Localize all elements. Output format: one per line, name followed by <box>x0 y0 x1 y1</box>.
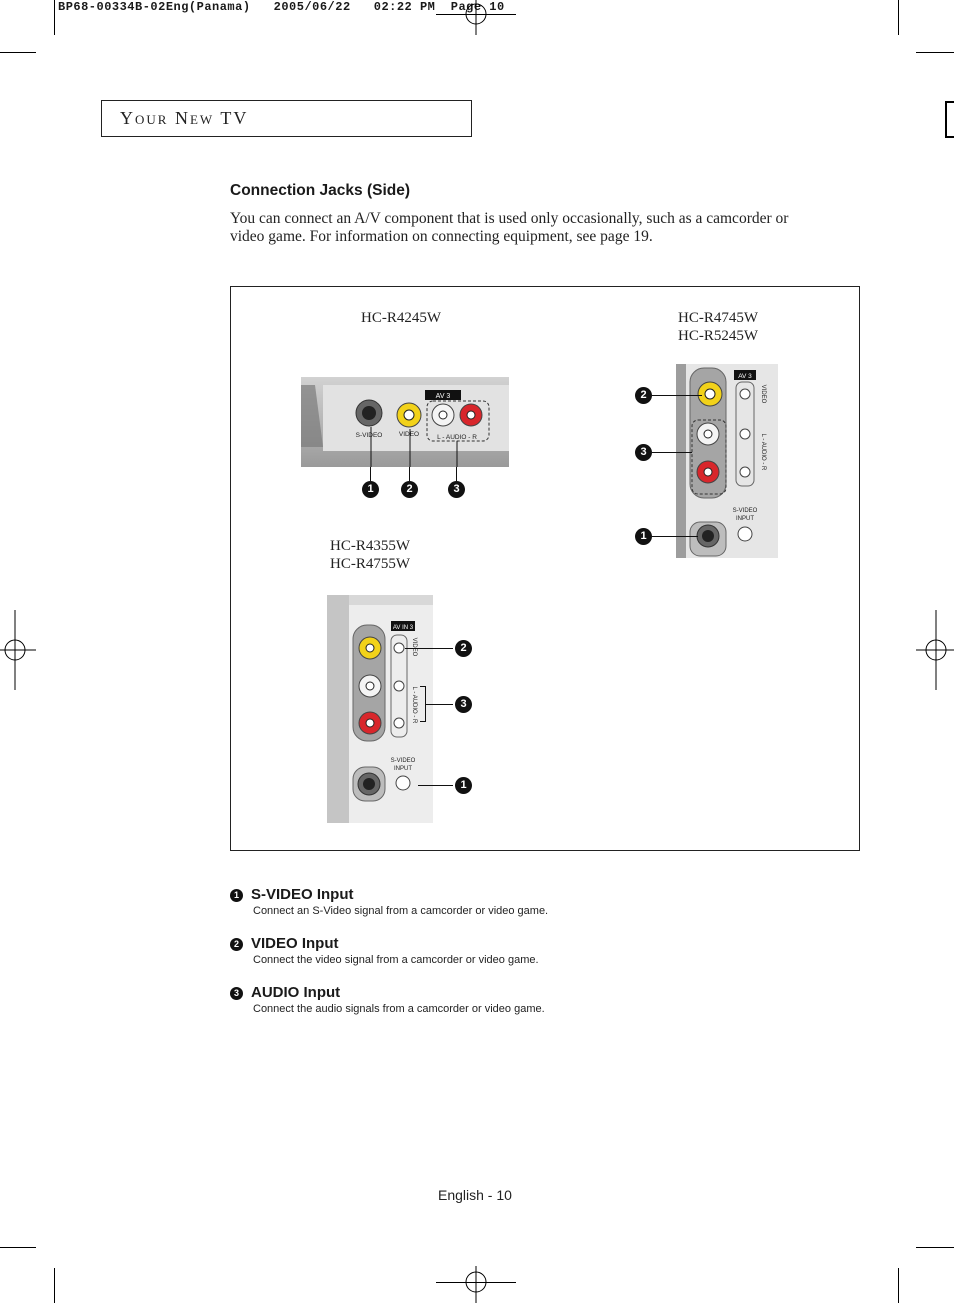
panel-b-svideo-label-1: S-VIDEO <box>733 508 758 514</box>
panel-c-av-label: AV IN 3 <box>393 625 414 631</box>
callout-a-2: 2 <box>401 481 418 498</box>
item-title: S-VIDEO Input <box>251 886 354 903</box>
registration-mark-right <box>916 610 954 690</box>
list-item: 2 VIDEO Input Connect the video signal fr… <box>230 935 830 984</box>
panel-a-audio-label: L - AUDIO - R <box>437 434 477 441</box>
connection-figure <box>230 286 860 851</box>
list-item: 3 AUDIO Input Connect the audio signals f… <box>230 984 830 1033</box>
panel-c-leader-2 <box>405 648 453 649</box>
panel-b-av-label: AV 3 <box>738 373 752 380</box>
panel-b-audio-label: L - AUDIO - R <box>760 434 766 471</box>
model-label-b-1: HC-R4745W <box>678 310 758 326</box>
panel-c-leader-3 <box>426 704 453 705</box>
print-header: BP68-00334B-02Eng(Panama) 2005/06/22 02:… <box>58 0 505 14</box>
item-number: 3 <box>230 987 243 1000</box>
item-title: AUDIO Input <box>251 984 341 1001</box>
panel-b-svideo-label-2: INPUT <box>736 516 754 522</box>
section-title-box <box>101 100 472 137</box>
callout-b-1: 1 <box>635 528 652 545</box>
callout-a-1: 1 <box>362 481 379 498</box>
page-heading: Connection Jacks (Side) <box>230 182 411 199</box>
page-footer: English - 10 <box>438 1187 512 1203</box>
panel-b-leader-2 <box>652 395 702 396</box>
model-label-a: HC-R4245W <box>361 310 441 326</box>
panel-b-video-label: VIDEO <box>760 385 766 404</box>
model-label-c-1: HC-R4355W <box>330 538 410 554</box>
callout-b-3: 3 <box>635 444 652 461</box>
jack-panel-a: AV 3 S-VIDEO VIDEO L - AUDIO - R <box>301 377 509 467</box>
panel-c-svideo-label-2: INPUT <box>394 766 412 772</box>
item-list: 1 S-VIDEO Input Connect an S-Video signal… <box>230 886 830 1033</box>
panel-c-audio-label: L - AUDIO - R <box>411 687 417 724</box>
callout-c-2: 2 <box>455 640 472 657</box>
jack-panel-c: AV IN 3 VIDEO L - AUDIO - R S-VIDEO INPU… <box>327 595 433 823</box>
item-title: VIDEO Input <box>251 935 339 952</box>
list-item: 1 S-VIDEO Input Connect an S-Video signal… <box>230 886 830 935</box>
item-desc: Connect an S-Video signal from a camcord… <box>253 905 549 917</box>
item-number: 2 <box>230 938 243 951</box>
callout-b-2: 2 <box>635 387 652 404</box>
model-label-c-2: HC-R4755W <box>330 556 410 572</box>
panel-c-leader-1 <box>418 785 453 786</box>
panel-c-svideo-label-1: S-VIDEO <box>391 758 416 764</box>
item-number: 1 <box>230 889 243 902</box>
model-label-b-2: HC-R5245W <box>678 328 758 344</box>
registration-mark-top <box>465 0 487 35</box>
panel-c-bracket-3 <box>420 686 426 722</box>
panel-a-svideo-label: S-VIDEO <box>356 432 383 439</box>
callout-c-3: 3 <box>455 696 472 713</box>
panel-a-video-label: VIDEO <box>399 431 419 438</box>
registration-mark-bottom <box>465 1266 487 1303</box>
panel-b-leader-3 <box>652 452 692 453</box>
callout-c-1: 1 <box>455 777 472 794</box>
panel-b-leader-1 <box>652 536 698 537</box>
intro-paragraph: You can connect an A/V component that is… <box>230 210 789 245</box>
panel-a-leaders <box>370 467 371 481</box>
registration-mark-left <box>0 610 36 690</box>
jack-panel-b: AV 3 VIDEO L - AUDIO - R S-VIDEO INPUT <box>676 364 778 558</box>
panel-a-av-label: AV 3 <box>436 393 451 400</box>
section-title: Your New TV <box>120 108 249 128</box>
callout-a-3: 3 <box>448 481 465 498</box>
panel-c-video-label: VIDEO <box>411 638 417 657</box>
item-desc: Connect the audio signals from a camcord… <box>253 1003 545 1015</box>
item-desc: Connect the video signal from a camcorde… <box>253 954 539 966</box>
